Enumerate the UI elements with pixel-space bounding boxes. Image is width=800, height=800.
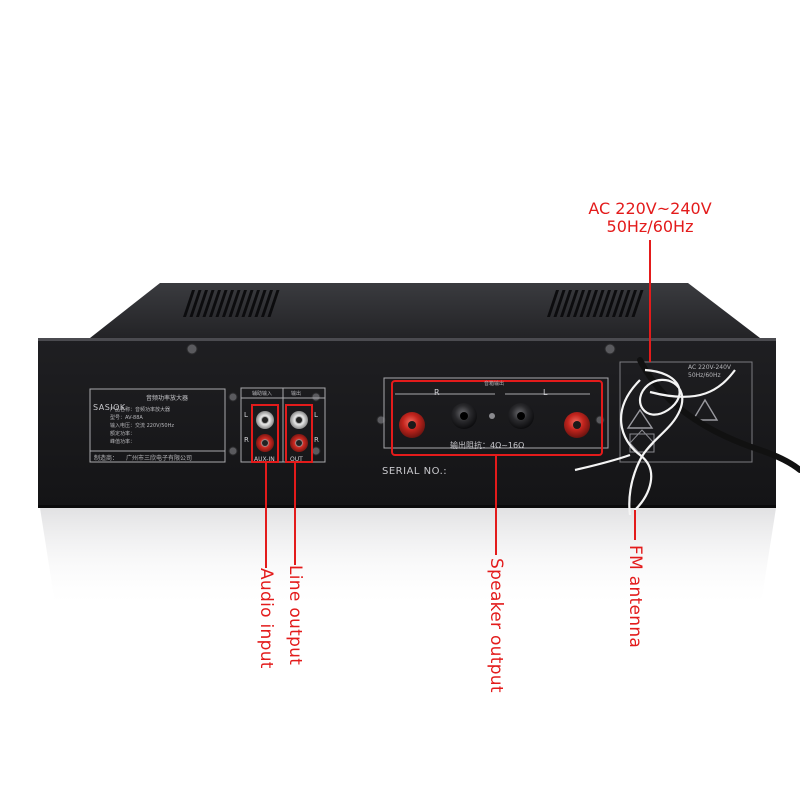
nameplate-label: 峰值功率： — [110, 439, 136, 445]
nameplate-row-product: 产品名称：音频功率放大器 — [110, 406, 170, 413]
terminal-r-minus — [451, 403, 477, 429]
speaker-terminals[interactable] — [399, 403, 590, 438]
nameplate-label: 产品名称： — [110, 407, 136, 413]
annotation-lines — [265, 240, 651, 568]
rca-right-mark-in: R — [244, 436, 249, 444]
nameplate-row-voltage: 输入电压：交流 220V/50Hz — [110, 422, 174, 429]
rca-left-mark-in: L — [244, 411, 248, 419]
floor-reflection — [40, 508, 776, 610]
nameplate-value: 交流 220V/50Hz — [135, 423, 175, 429]
serial-number-label: SERIAL NO.: — [382, 466, 448, 477]
out-label: OUT — [290, 456, 303, 463]
power-sticker-frequency: 50Hz/60Hz — [688, 372, 721, 379]
speaker-output-label: Speaker output — [486, 558, 506, 693]
power-annotation-line2: 50Hz/60Hz — [606, 217, 694, 236]
rca-right-mark-out: R — [314, 436, 319, 444]
nameplate-row-model: 型号：AV-88A — [110, 414, 143, 421]
terminal-l-plus — [564, 412, 590, 438]
terminal-l-minus — [508, 403, 534, 429]
nameplate-label: 输入电压： — [110, 423, 136, 429]
manufacturer-label: 制造商： — [94, 455, 119, 462]
nameplate-row-peak-power: 峰值功率： — [110, 438, 135, 445]
top-vent-left — [183, 290, 280, 317]
manufacturer-value: 广州市三欣电子有限公司 — [126, 455, 193, 462]
rca-input-header: 辅助输入 — [252, 391, 273, 397]
speaker-r-label: R — [434, 388, 440, 397]
speaker-panel-header: 音箱输出 — [484, 381, 505, 387]
fm-antenna-label: FM antenna — [625, 545, 645, 649]
fm-antenna-wire[interactable] — [574, 368, 736, 516]
power-annotation: AC 220V~240V 50Hz/60Hz — [560, 200, 740, 236]
speaker-impedance: 输出阻抗：4Ω~16Ω — [450, 441, 525, 450]
rca-left-mark-out: L — [314, 411, 318, 419]
nameplate — [89, 388, 226, 463]
top-cover — [90, 283, 760, 338]
speaker-l-label: L — [543, 388, 548, 397]
power-sticker-voltage: AC 220V-240V — [688, 364, 732, 371]
nameplate-value: AV-88A — [125, 415, 143, 421]
nameplate-label: 额定功率： — [110, 431, 136, 437]
audio-input-label: Audio input — [256, 568, 276, 669]
line-output-box — [285, 404, 313, 463]
panel-screws — [186, 343, 616, 456]
rca-output-header: 输出 — [291, 391, 302, 397]
rca-panel — [240, 387, 326, 463]
line-output-label: Line output — [285, 565, 305, 666]
terminal-r-plus — [399, 412, 425, 438]
nameplate-row-rated-power: 额定功率： — [110, 430, 135, 437]
aux-in-label: AUX-IN — [254, 456, 275, 463]
power-annotation-line1: AC 220V~240V — [588, 199, 712, 218]
nameplate-title: 音频功率放大器 — [146, 395, 189, 402]
rca-jacks[interactable] — [256, 411, 308, 452]
brand-logo: SASIOK — [93, 403, 126, 412]
top-vent-right — [547, 290, 644, 317]
nameplate-label: 型号： — [110, 415, 126, 421]
power-cord — [637, 357, 800, 473]
speaker-panel — [383, 377, 609, 449]
nameplate-manufacturer: 制造商： 广州市三欣电子有限公司 — [94, 453, 192, 462]
nameplate-value: 音频功率放大器 — [135, 407, 171, 413]
